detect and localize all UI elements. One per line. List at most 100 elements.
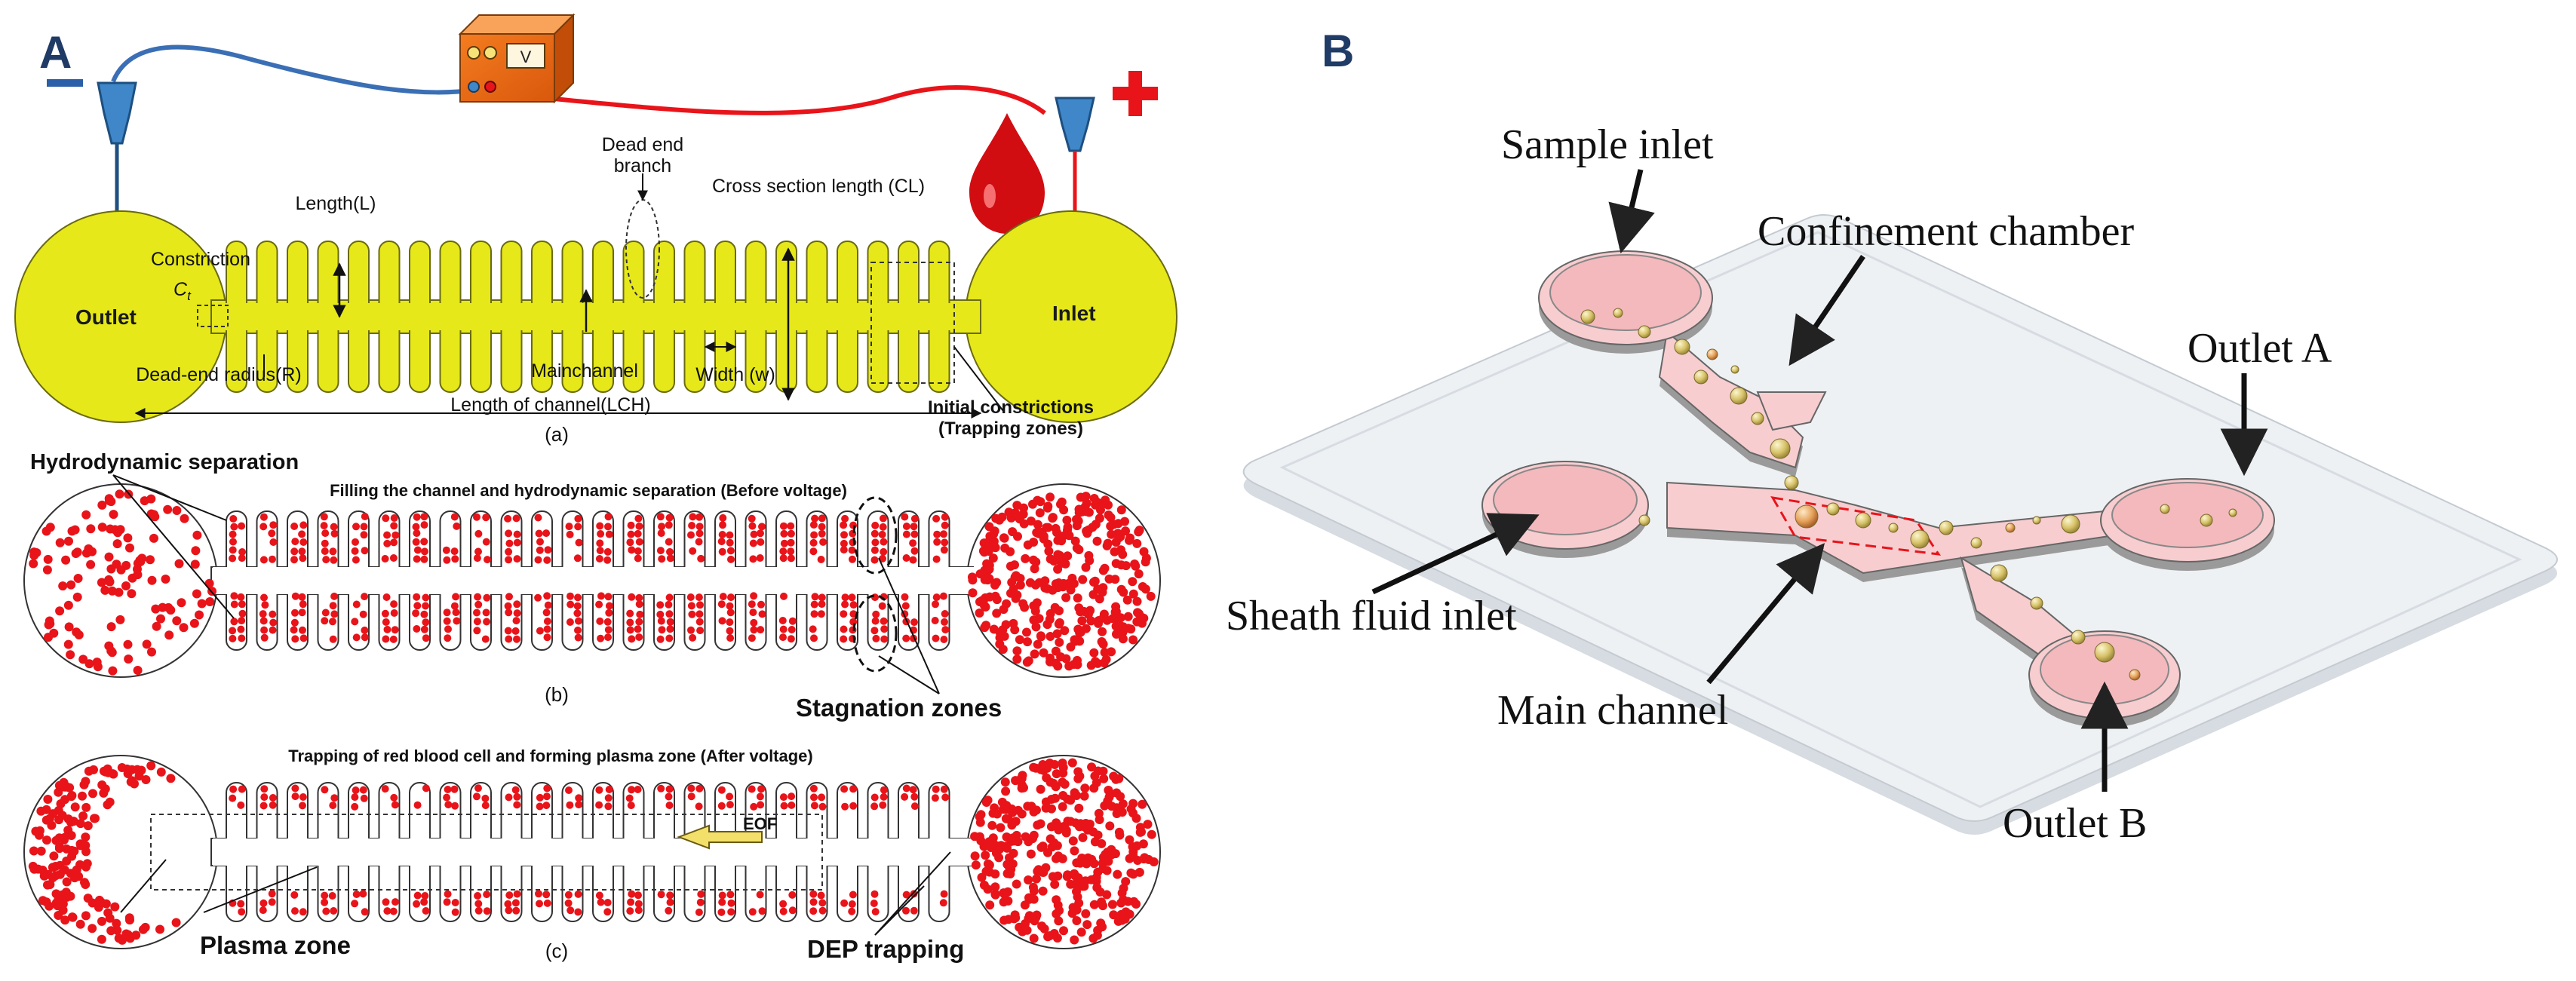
panel-b-letter: B — [1322, 26, 1354, 76]
red-blood-cell — [359, 786, 367, 794]
red-blood-cell — [717, 600, 726, 609]
red-blood-cell — [97, 523, 107, 532]
red-blood-cell — [870, 900, 878, 907]
red-blood-cell — [726, 547, 735, 555]
red-blood-cell — [361, 633, 369, 642]
red-blood-cell — [1118, 799, 1128, 809]
red-blood-cell — [984, 574, 994, 584]
red-blood-cell — [1076, 927, 1086, 937]
red-blood-cell — [534, 513, 542, 522]
red-blood-cell — [1118, 634, 1128, 644]
red-blood-cell — [42, 565, 52, 575]
red-blood-cell — [504, 602, 512, 610]
red-blood-cell — [1011, 817, 1021, 826]
red-blood-cell — [66, 580, 76, 590]
red-blood-cell — [988, 833, 998, 843]
red-blood-cell — [451, 908, 459, 916]
red-blood-cell — [941, 610, 949, 618]
red-blood-cell — [1132, 596, 1142, 606]
red-blood-cell — [657, 784, 665, 792]
red-blood-cell — [86, 559, 96, 569]
red-blood-cell — [750, 802, 758, 811]
red-blood-cell — [717, 538, 726, 546]
red-blood-cell — [62, 844, 72, 854]
red-blood-cell — [513, 801, 521, 809]
red-blood-cell — [991, 848, 1001, 858]
red-blood-cell — [809, 521, 818, 529]
red-blood-cell — [121, 581, 130, 590]
red-blood-cell — [818, 593, 826, 602]
red-blood-cell — [971, 860, 981, 870]
red-blood-cell — [299, 538, 308, 546]
red-blood-cell — [542, 529, 551, 538]
red-blood-cell — [634, 554, 642, 563]
red-blood-cell — [92, 658, 102, 667]
red-blood-cell — [1070, 846, 1079, 856]
red-blood-cell — [819, 538, 827, 546]
red-blood-cell — [42, 835, 51, 845]
red-blood-cell — [1092, 930, 1102, 940]
red-blood-cell — [1146, 591, 1156, 601]
dead-end-branch-label-2: branch — [614, 155, 671, 176]
red-blood-cell — [127, 776, 137, 786]
negative-wire — [111, 44, 484, 95]
red-blood-cell — [535, 890, 542, 898]
red-blood-cell — [482, 538, 490, 546]
red-blood-cell — [1001, 786, 1011, 796]
red-blood-cell — [513, 609, 521, 618]
red-blood-cell — [1073, 593, 1082, 603]
red-blood-cell — [474, 784, 482, 792]
red-blood-cell — [597, 898, 605, 906]
red-blood-cell — [269, 555, 276, 563]
red-blood-cell — [104, 552, 114, 562]
red-blood-cell — [422, 784, 430, 792]
red-blood-cell — [443, 898, 451, 906]
red-blood-cell — [1117, 888, 1127, 898]
red-blood-cell — [849, 555, 856, 563]
red-blood-cell — [1096, 918, 1106, 928]
red-blood-cell — [809, 907, 818, 915]
red-blood-cell — [290, 523, 299, 530]
red-blood-cell — [163, 504, 173, 514]
red-blood-cell — [104, 575, 114, 584]
red-blood-cell — [687, 626, 695, 634]
red-blood-cell — [237, 593, 245, 601]
particle — [2160, 504, 2170, 514]
red-blood-cell — [473, 618, 481, 626]
red-blood-cell — [901, 593, 909, 601]
red-blood-cell — [260, 785, 269, 793]
particle — [1970, 537, 1982, 549]
red-blood-cell — [420, 521, 428, 529]
red-blood-cell — [779, 554, 788, 563]
red-blood-cell — [351, 547, 359, 555]
red-blood-cell — [809, 890, 818, 898]
red-blood-cell — [391, 801, 399, 809]
red-blood-cell — [1082, 526, 1091, 536]
particle — [1674, 339, 1690, 355]
red-blood-cell — [505, 547, 513, 556]
red-blood-cell — [61, 555, 71, 565]
red-blood-cell — [932, 514, 941, 523]
red-blood-cell — [474, 906, 483, 915]
red-blood-cell — [420, 898, 428, 906]
red-blood-cell — [299, 600, 307, 609]
red-blood-cell — [726, 531, 734, 539]
red-blood-cell — [1143, 820, 1153, 829]
red-blood-cell — [1093, 830, 1103, 840]
red-blood-cell — [1116, 505, 1126, 515]
red-blood-cell — [1090, 576, 1100, 586]
dep-trapping-label: DEP trapping — [807, 935, 964, 963]
red-blood-cell — [543, 618, 551, 625]
red-blood-cell — [1126, 868, 1136, 878]
red-blood-cell — [574, 593, 582, 602]
red-blood-cell — [230, 618, 238, 626]
red-blood-cell — [299, 908, 307, 916]
red-blood-cell — [1055, 822, 1064, 831]
red-blood-cell — [413, 602, 422, 610]
red-blood-cell — [695, 538, 703, 546]
red-blood-cell — [90, 814, 99, 823]
red-blood-cell — [421, 892, 429, 900]
red-blood-cell — [1074, 822, 1084, 832]
red-blood-cell — [511, 786, 520, 794]
red-blood-cell — [291, 592, 299, 600]
